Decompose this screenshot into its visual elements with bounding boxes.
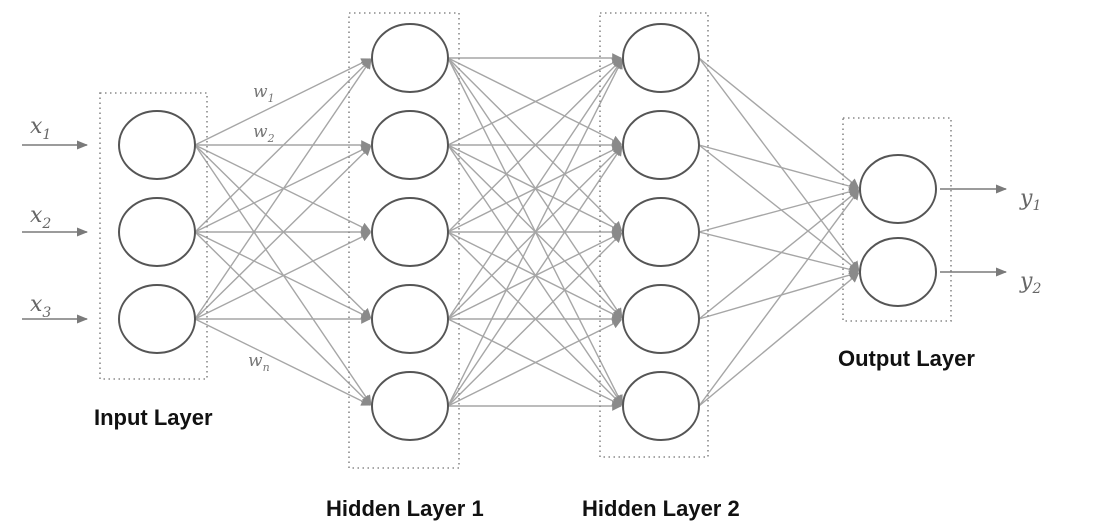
edge-l2-n0-to-n1: [698, 57, 860, 272]
weight-label-w1: w1: [253, 82, 275, 105]
hidden-layer-1-label: Hidden Layer 1: [326, 496, 484, 521]
neuron-hidden1-2: [371, 110, 449, 180]
edge-l2-n2-to-n0: [698, 187, 860, 233]
neuron-hidden2-5: [622, 371, 700, 441]
edge-l1-n4-to-n3: [447, 319, 623, 407]
output-layer-label: Output Layer: [838, 346, 975, 371]
neuron-output-1: [859, 154, 937, 224]
edge-l0-n1-to-n0: [194, 58, 372, 233]
edge-l2-n4-to-n1: [698, 272, 860, 407]
layer-box-hidden2: [599, 12, 709, 458]
neuron-input-2: [118, 197, 196, 267]
edge-l2-n2-to-n1: [698, 231, 860, 275]
edge-l1-n4-to-n2: [447, 232, 623, 407]
edge-l0-n2-to-n0: [194, 58, 372, 320]
edge-l2-n1-to-n1: [698, 144, 860, 272]
layer-box-hidden1: [348, 12, 460, 469]
hidden-layer-2-label: Hidden Layer 2: [582, 496, 740, 521]
weight-label-w2: w2: [253, 122, 275, 145]
neuron-hidden1-4: [371, 284, 449, 354]
neuron-hidden2-4: [622, 284, 700, 354]
input-label-x2: x2: [30, 203, 51, 232]
edge-l2-n1-to-n0: [698, 144, 860, 191]
neuron-output-2: [859, 237, 937, 307]
edge-l1-n2-to-n3: [447, 231, 623, 319]
layer-box-output: [842, 117, 952, 322]
input-label-x1: x1: [30, 114, 51, 143]
neuron-hidden2-3: [622, 197, 700, 267]
edge-l1-n0-to-n1: [447, 57, 623, 145]
edge-l1-n1-to-n0: [447, 58, 623, 146]
edge-l0-n2-to-n1: [194, 145, 372, 320]
neuron-input-3: [118, 284, 196, 354]
edge-l0-n2-to-n4: [194, 318, 372, 406]
output-label-y1: y1: [1019, 186, 1041, 214]
edge-l1-n4-to-n1: [447, 145, 623, 407]
connections: [194, 53, 860, 411]
input-label-x3: x3: [30, 292, 51, 321]
edge-l0-n2-to-n2: [194, 232, 372, 320]
edge-l0-n1-to-n3: [194, 231, 372, 319]
weight-label-wn: wn: [248, 351, 270, 374]
neuron-hidden2-2: [622, 110, 700, 180]
edge-l2-n3-to-n0: [698, 189, 860, 320]
neurons: [118, 23, 937, 441]
neuron-hidden1-5: [371, 371, 449, 441]
neuron-input-1: [118, 110, 196, 180]
edge-l2-n0-to-n0: [698, 57, 860, 189]
io-arrows: [22, 140, 1008, 324]
edge-l1-n4-to-n0: [447, 58, 623, 407]
edge-l1-n3-to-n0: [447, 58, 623, 320]
edge-l2-n3-to-n1: [698, 270, 860, 320]
layer-box-input: [99, 92, 208, 380]
output-label-y2: y2: [1019, 269, 1041, 297]
neuron-hidden1-1: [371, 23, 449, 93]
edge-l0-n0-to-n0: [194, 58, 372, 146]
edge-l1-n1-to-n2: [447, 144, 623, 232]
edge-l2-n4-to-n0: [698, 189, 860, 407]
layer-boxes: [99, 12, 952, 469]
input-layer-label: Input Layer: [94, 405, 213, 430]
edge-l1-n2-to-n0: [447, 58, 623, 233]
edge-l0-n0-to-n2: [194, 144, 372, 232]
edge-l1-n3-to-n4: [447, 318, 623, 406]
neuron-hidden1-3: [371, 197, 449, 267]
neuron-hidden2-1: [622, 23, 700, 93]
